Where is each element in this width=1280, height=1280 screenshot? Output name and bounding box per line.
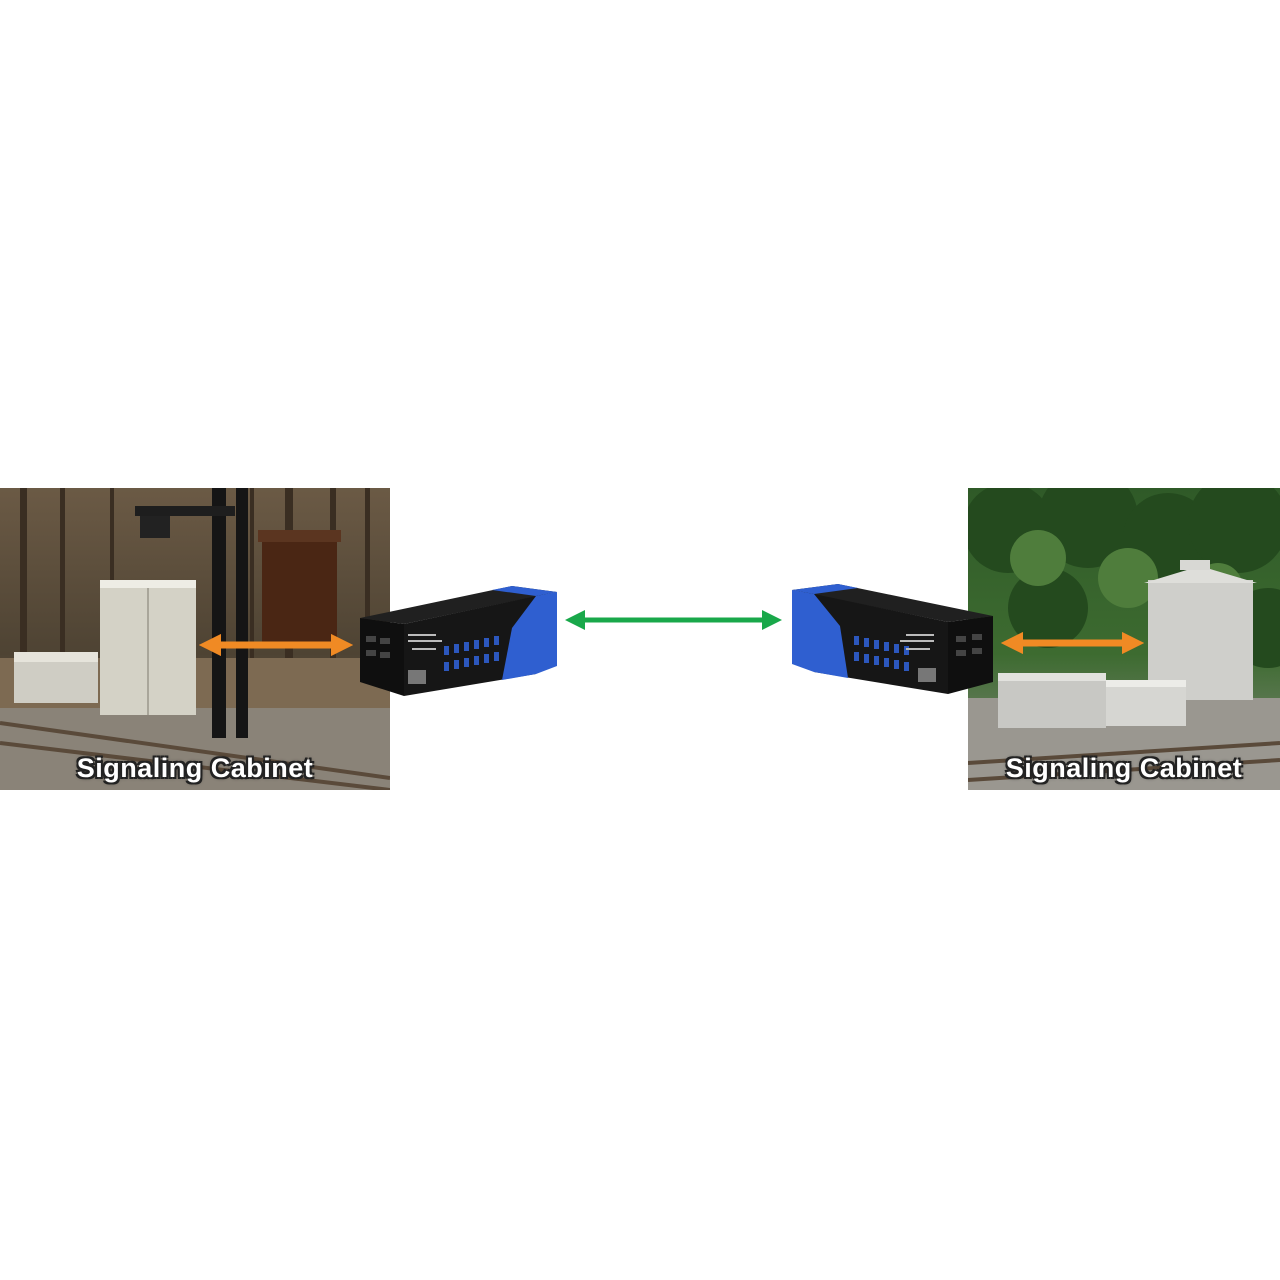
right-media-converter-device [792,584,993,694]
left-cabinet-label: Signaling Cabinet [76,753,314,783]
right-cabinet-label: Signaling Cabinet [1005,753,1243,783]
left-scene [0,488,390,790]
left-signaling-cabinet-photo: Signaling Cabinet [0,488,390,790]
left-media-converter-device [360,586,557,696]
right-signaling-cabinet-photo: Signaling Cabinet [968,488,1280,790]
right-scene [968,488,1280,790]
